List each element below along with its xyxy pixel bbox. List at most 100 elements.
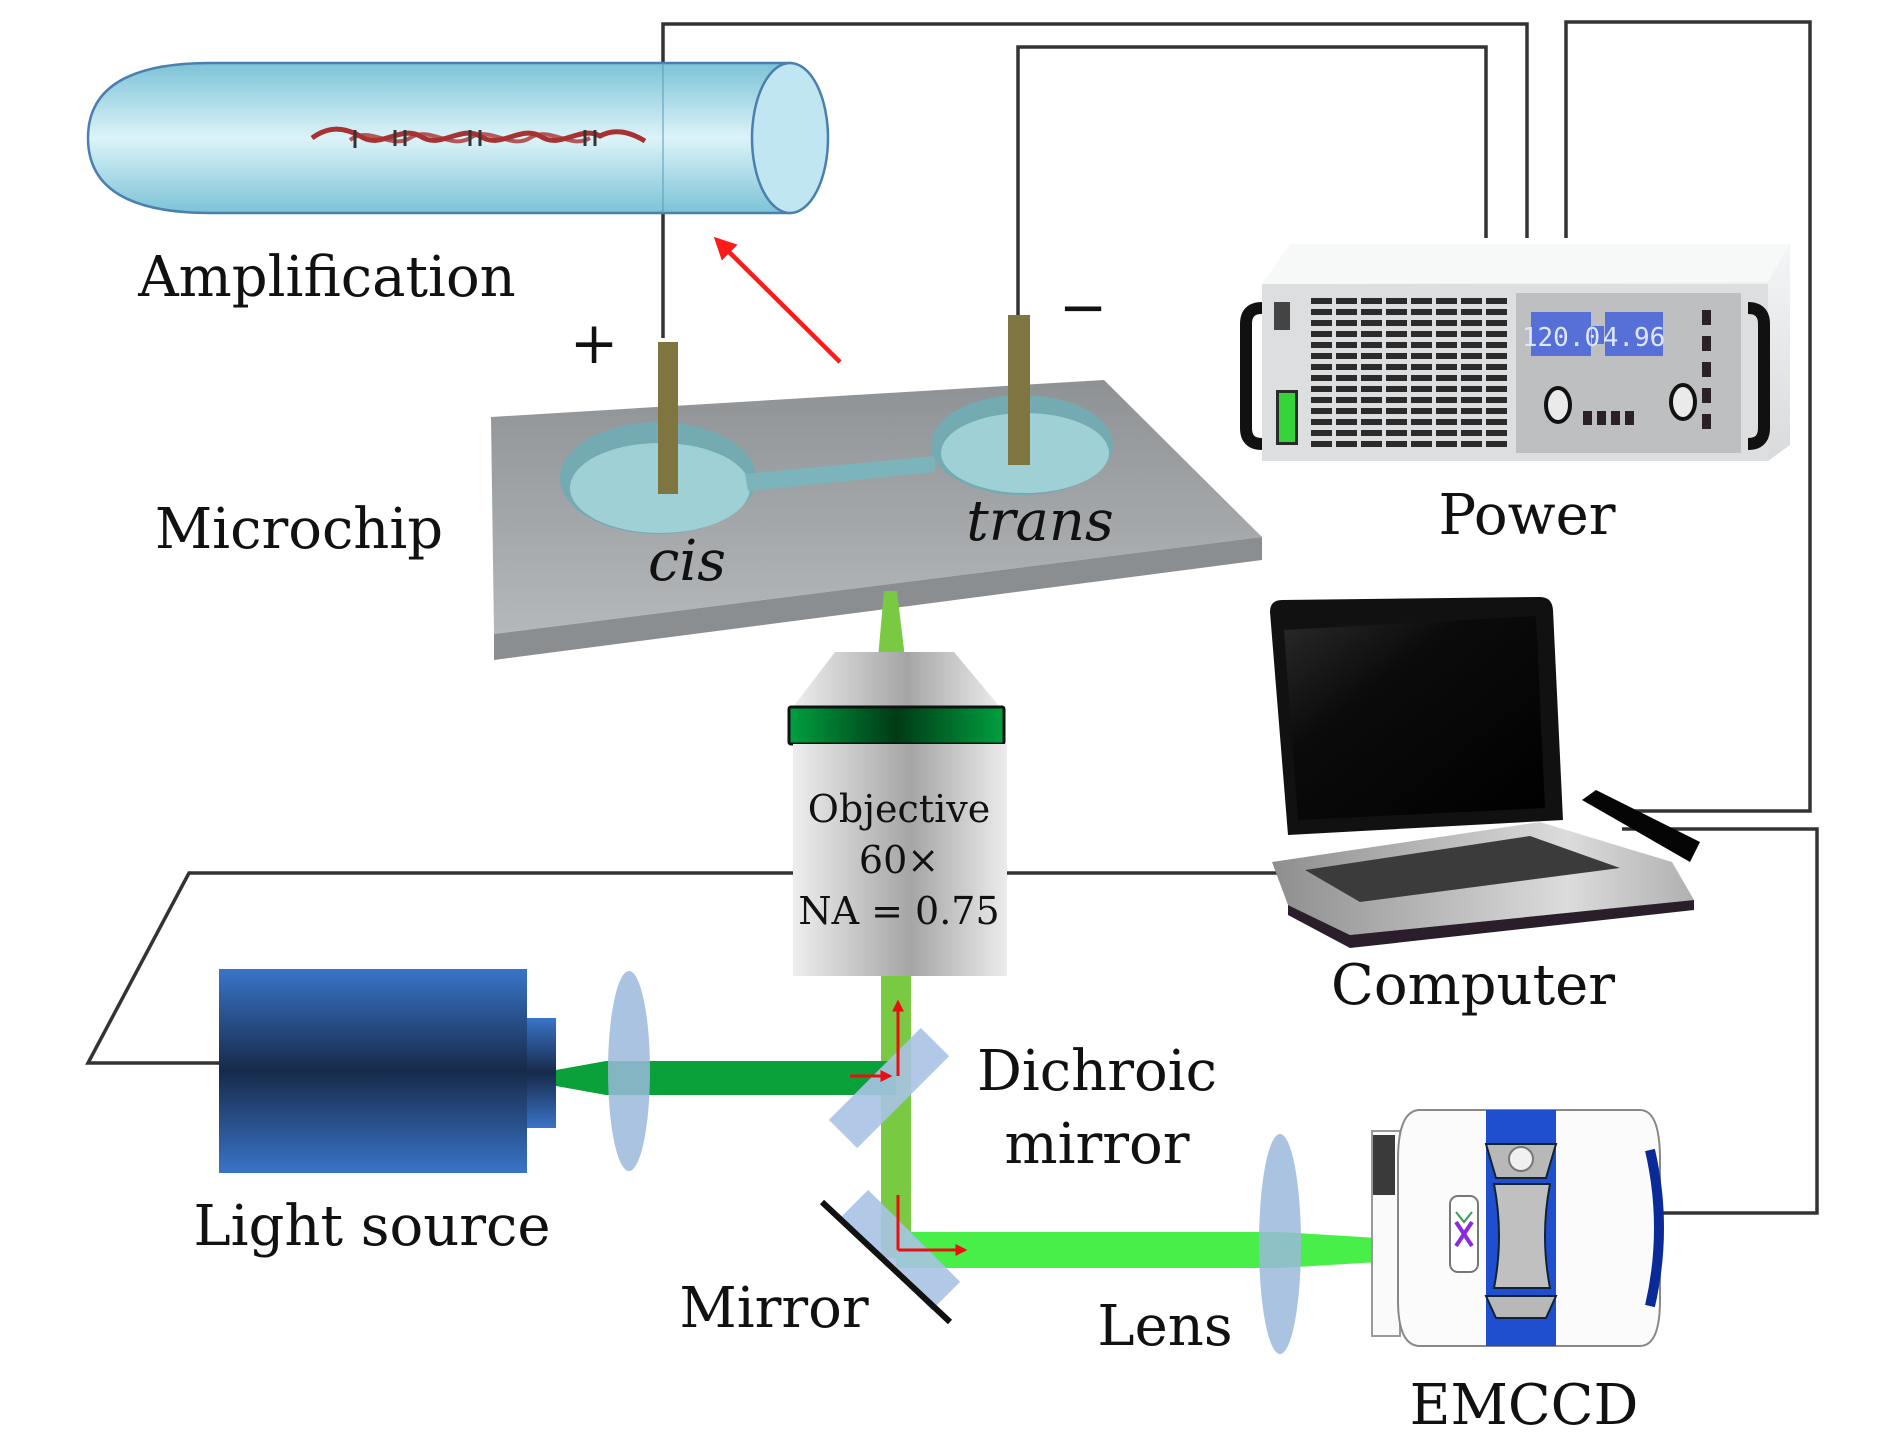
emccd-camera bbox=[1371, 1109, 1664, 1347]
vent-slot bbox=[1486, 320, 1507, 326]
vent-slot bbox=[1311, 397, 1332, 403]
vent-slot bbox=[1336, 320, 1357, 326]
vent-slot bbox=[1486, 386, 1507, 392]
vent-slot bbox=[1461, 331, 1482, 337]
vent-slot bbox=[1436, 375, 1457, 381]
vent-slot bbox=[1411, 441, 1432, 447]
wire-lightsource-loop bbox=[85, 871, 793, 1065]
vent-slot bbox=[1411, 386, 1432, 392]
vent-slot bbox=[1361, 397, 1382, 403]
vent-slot bbox=[1411, 397, 1432, 403]
vent-slot bbox=[1311, 386, 1332, 392]
beam-to-sample bbox=[878, 591, 905, 658]
vent-slot bbox=[1436, 397, 1457, 403]
vent-slot bbox=[1386, 419, 1407, 425]
minus-sign: − bbox=[1059, 273, 1108, 341]
vent-slot bbox=[1311, 309, 1332, 315]
beam-excitation bbox=[556, 1061, 896, 1095]
vent-slot bbox=[1361, 342, 1382, 348]
dichroic-mirror bbox=[828, 1027, 950, 1149]
vent-slot bbox=[1311, 331, 1332, 337]
vent-slot bbox=[1311, 408, 1332, 414]
vent-slot bbox=[1361, 309, 1382, 315]
vent-slot bbox=[1411, 320, 1432, 326]
vent-slot bbox=[1461, 375, 1482, 381]
vent-slot bbox=[1486, 408, 1507, 414]
vent-slot bbox=[1336, 342, 1357, 348]
vent-slot bbox=[1386, 320, 1407, 326]
power-supply: 120.0 4.96 bbox=[1240, 244, 1790, 461]
nanochannel bbox=[745, 456, 935, 491]
vent-slot bbox=[1436, 309, 1457, 315]
vent-slot bbox=[1386, 353, 1407, 359]
laptop-screen bbox=[1284, 616, 1545, 820]
vent-slot bbox=[1311, 441, 1332, 447]
vent-slot bbox=[1361, 331, 1382, 337]
vent-slot bbox=[1361, 419, 1382, 425]
vent-slot bbox=[1311, 342, 1332, 348]
emccd-label: EMCCD bbox=[1410, 1373, 1639, 1438]
power-buttons bbox=[1583, 310, 1711, 429]
vent-slot bbox=[1436, 320, 1457, 326]
vent-slot bbox=[1486, 342, 1507, 348]
positive-electrode bbox=[658, 342, 678, 494]
vent-slot bbox=[1461, 441, 1482, 447]
microchip bbox=[491, 315, 1262, 660]
vent-slot bbox=[1436, 419, 1457, 425]
vent-slot bbox=[1486, 397, 1507, 403]
vent-slot bbox=[1311, 364, 1332, 370]
vent-slot bbox=[1486, 364, 1507, 370]
laptop-computer bbox=[1270, 597, 1700, 948]
vent-slot bbox=[1436, 353, 1457, 359]
vent-slot bbox=[1336, 375, 1357, 381]
vent-slot bbox=[1336, 353, 1357, 359]
vent-slot bbox=[1486, 353, 1507, 359]
focusing-lens bbox=[1259, 1134, 1301, 1354]
vent-slot bbox=[1336, 309, 1357, 315]
voltage-knob bbox=[1544, 386, 1572, 424]
trans-label: trans bbox=[966, 489, 1113, 554]
vent-slot bbox=[1486, 309, 1507, 315]
vent-slot bbox=[1461, 320, 1482, 326]
voltage-readout: 120.0 bbox=[1522, 323, 1600, 353]
vent-slot bbox=[1336, 430, 1357, 436]
vent-slot bbox=[1336, 331, 1357, 337]
vent-slot bbox=[1411, 298, 1432, 304]
transfer-arrow-icon bbox=[713, 236, 842, 364]
vent-slot bbox=[1461, 298, 1482, 304]
vent-slot bbox=[1311, 320, 1332, 326]
dichroic-label-line2: mirror bbox=[1004, 1112, 1189, 1177]
vent-slot bbox=[1311, 298, 1332, 304]
current-knob bbox=[1669, 383, 1697, 421]
vent-slot bbox=[1436, 298, 1457, 304]
wire-trans-power bbox=[1016, 45, 1488, 315]
vent-slot bbox=[1336, 364, 1357, 370]
light-source-label: Light source bbox=[193, 1194, 550, 1259]
vent-slot bbox=[1311, 353, 1332, 359]
objective-magnification: 60× bbox=[859, 838, 939, 882]
computer-label: Computer bbox=[1331, 953, 1615, 1018]
vent-slot bbox=[1361, 408, 1382, 414]
vent-slot bbox=[1386, 364, 1407, 370]
vent-slot bbox=[1386, 430, 1407, 436]
vent-slot bbox=[1336, 298, 1357, 304]
light-source bbox=[219, 969, 556, 1173]
vent-slot bbox=[1461, 397, 1482, 403]
vent-slot bbox=[1461, 364, 1482, 370]
dna-icon bbox=[310, 126, 647, 148]
vent-slot bbox=[1361, 298, 1382, 304]
vent-slot bbox=[1361, 386, 1382, 392]
wire-power-computer bbox=[1564, 20, 1812, 813]
vent-slot bbox=[1386, 375, 1407, 381]
vent-slot bbox=[1436, 441, 1457, 447]
microchip-label: Microchip bbox=[155, 497, 443, 562]
power-label: Power bbox=[1439, 483, 1616, 548]
vent-slot bbox=[1461, 408, 1482, 414]
negative-electrode bbox=[1008, 315, 1030, 465]
vent-slot bbox=[1311, 430, 1332, 436]
vent-slot bbox=[1411, 364, 1432, 370]
vent-slot bbox=[1461, 342, 1482, 348]
lens-label: Lens bbox=[1097, 1294, 1232, 1359]
vent-slot bbox=[1386, 408, 1407, 414]
